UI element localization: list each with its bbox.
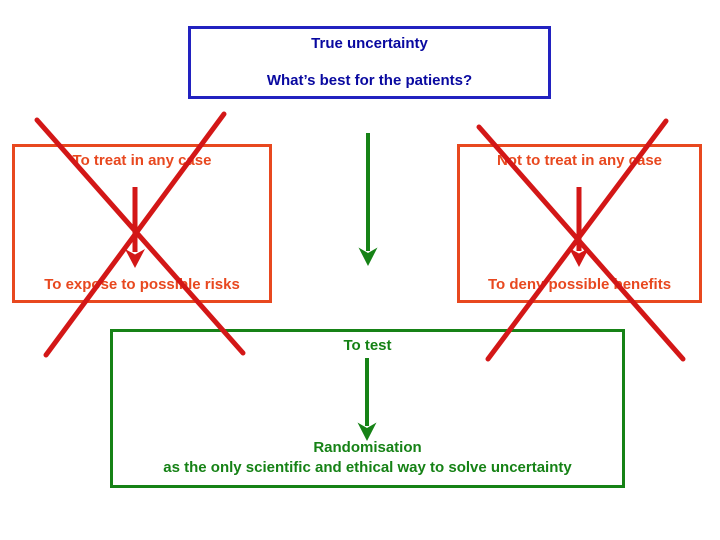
expose-to-risks-label: To expose to possible risks — [44, 276, 240, 293]
not-treat-in-any-case-label: Not to treat in any case — [496, 152, 663, 169]
not-treat-in-any-case-box: Not to treat in any case To deny possibl… — [457, 144, 702, 303]
treat-in-any-case-box: To treat in any case To expose to possib… — [12, 144, 272, 303]
true-uncertainty-title: True uncertainty — [311, 35, 428, 52]
patients-question-label: What’s best for the patients? — [266, 72, 473, 89]
to-test-box: To test Randomisation as the only scient… — [110, 329, 625, 488]
green-arrow-down-icon — [358, 133, 378, 266]
to-test-label: To test — [343, 337, 392, 354]
deny-benefits-label: To deny possible benefits — [487, 276, 672, 293]
randomisation-subtitle: as the only scientific and ethical way t… — [163, 459, 572, 476]
true-uncertainty-box: True uncertainty What’s best for the pat… — [188, 26, 551, 99]
randomisation-title: Randomisation — [313, 439, 422, 456]
randomisation-block: Randomisation as the only scientific and… — [115, 438, 620, 478]
arrow-head — [358, 247, 378, 266]
treat-in-any-case-label: To treat in any case — [72, 152, 212, 169]
